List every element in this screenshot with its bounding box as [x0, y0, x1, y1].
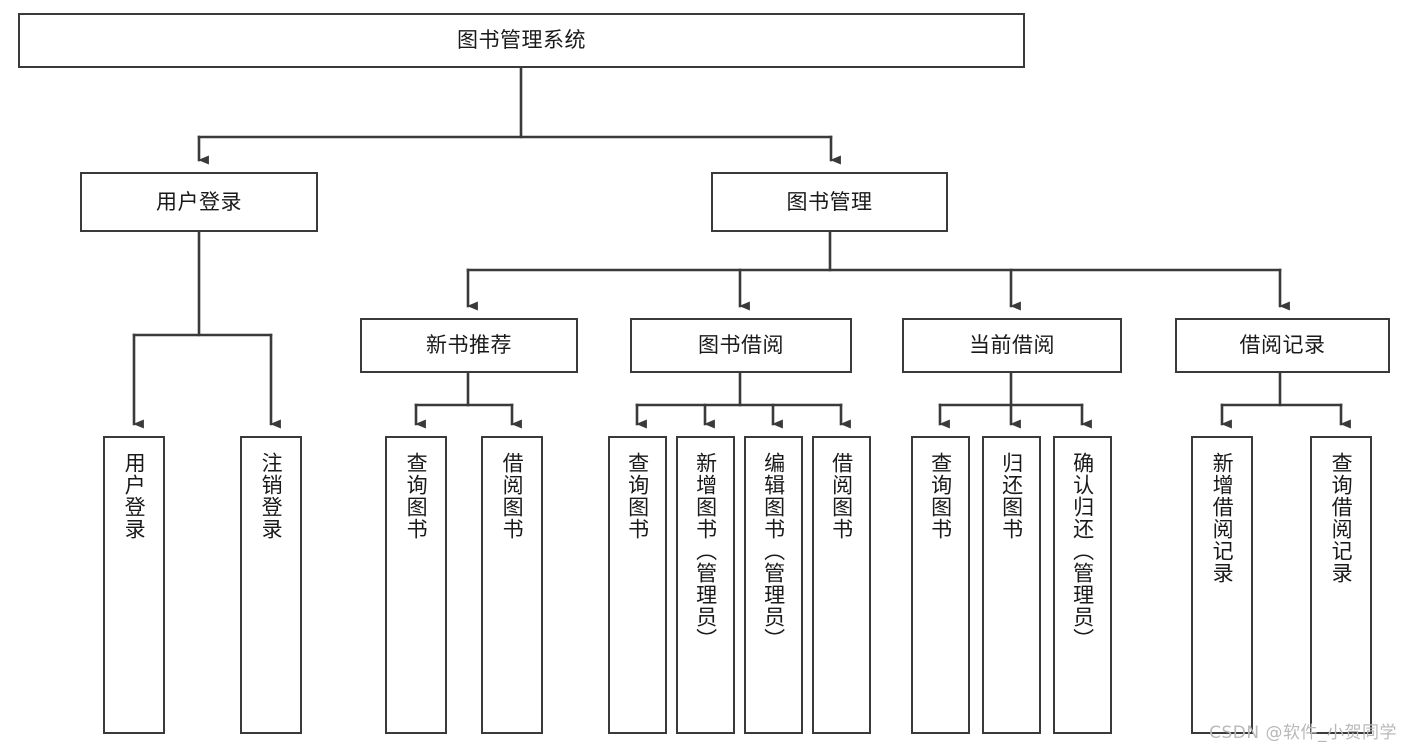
node-borrow-record[interactable]: 借阅记录	[1175, 318, 1390, 373]
node-leaf-user-login[interactable]: 用户登录	[103, 436, 165, 734]
node-leaf-edit-book[interactable]: 编辑图书（管理员）	[744, 436, 803, 734]
node-current-borrow-label: 当前借阅	[969, 333, 1055, 358]
node-leaf-return-book-label: 归还图书	[999, 452, 1024, 540]
node-new-book-rec-label: 新书推荐	[426, 333, 512, 358]
node-leaf-query-record[interactable]: 查询借阅记录	[1310, 436, 1372, 734]
node-book-manage-label: 图书管理	[786, 189, 873, 214]
node-current-borrow[interactable]: 当前借阅	[902, 318, 1122, 373]
node-leaf-return-book[interactable]: 归还图书	[982, 436, 1041, 734]
node-leaf-query-book-rec[interactable]: 查询图书	[385, 436, 447, 734]
node-leaf-confirm-return[interactable]: 确认归还（管理员）	[1053, 436, 1112, 734]
node-book-manage[interactable]: 图书管理	[711, 172, 948, 232]
node-borrow-record-label: 借阅记录	[1239, 333, 1326, 358]
node-book-borrow[interactable]: 图书借阅	[630, 318, 852, 373]
node-leaf-query-book-c[interactable]: 查询图书	[911, 436, 970, 734]
node-leaf-query-book-c-label: 查询图书	[928, 452, 953, 540]
node-leaf-add-record-label: 新增借阅记录	[1210, 452, 1235, 584]
node-leaf-query-book-b[interactable]: 查询图书	[608, 436, 667, 734]
node-leaf-borrow-book-rec[interactable]: 借阅图书	[481, 436, 543, 734]
node-leaf-add-record[interactable]: 新增借阅记录	[1191, 436, 1253, 734]
node-user-login-label: 用户登录	[156, 189, 242, 214]
node-root[interactable]: 图书管理系统	[18, 13, 1025, 68]
node-root-label: 图书管理系统	[457, 28, 586, 53]
node-leaf-add-book-label: 新增图书（管理员）	[693, 452, 718, 650]
node-leaf-add-book[interactable]: 新增图书（管理员）	[676, 436, 735, 734]
node-new-book-rec[interactable]: 新书推荐	[360, 318, 578, 373]
watermark: CSDN @软件_小贺同学	[1209, 723, 1397, 743]
node-leaf-borrow-book-b[interactable]: 借阅图书	[812, 436, 871, 734]
node-leaf-query-record-label: 查询借阅记录	[1329, 452, 1354, 584]
node-leaf-logout-label: 注销登录	[259, 452, 284, 540]
node-leaf-query-book-rec-label: 查询图书	[404, 452, 429, 540]
node-leaf-borrow-book-b-label: 借阅图书	[829, 452, 854, 540]
node-leaf-user-login-label: 用户登录	[122, 452, 147, 540]
node-book-borrow-label: 图书借阅	[698, 333, 784, 358]
node-leaf-confirm-return-label: 确认归还（管理员）	[1070, 452, 1095, 650]
node-leaf-edit-book-label: 编辑图书（管理员）	[761, 452, 786, 650]
node-user-login[interactable]: 用户登录	[80, 172, 318, 232]
node-leaf-logout[interactable]: 注销登录	[240, 436, 302, 734]
node-leaf-borrow-book-rec-label: 借阅图书	[500, 452, 525, 540]
node-leaf-query-book-b-label: 查询图书	[625, 452, 650, 540]
